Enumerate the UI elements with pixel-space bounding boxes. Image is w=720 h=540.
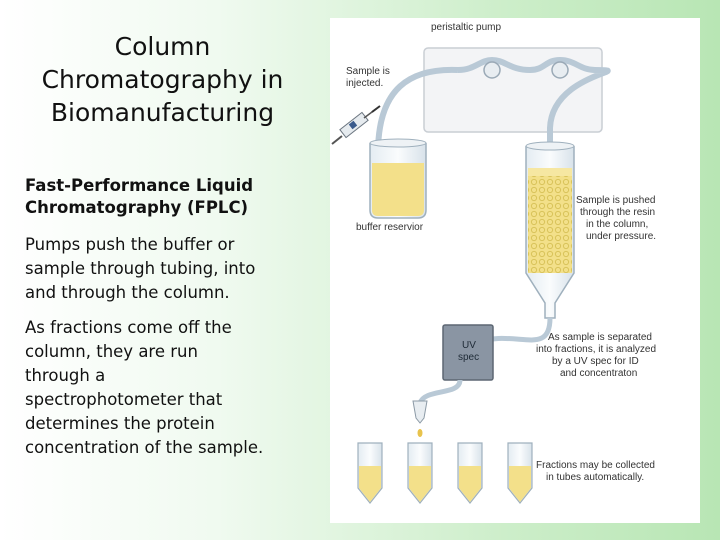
paragraph-line: Pumps push the buffer or (25, 235, 235, 254)
paragraph-line: spectrophotometer that (25, 390, 223, 409)
syringe-icon (331, 105, 381, 145)
column-label: Sample is pushed through the resin in th… (576, 195, 658, 242)
drop-icon (417, 429, 423, 437)
slide-title: Column Chromatography in Biomanufacturin… (20, 30, 305, 129)
fraction-tubes (357, 442, 533, 504)
fraction-tube (357, 442, 383, 504)
fplc-illustration: peristaltic pump Sample is injected. buf… (331, 22, 659, 504)
sample-label: Sample is injected. (346, 66, 393, 89)
tubing-left (375, 66, 459, 154)
paragraph-line: and through the column. (25, 283, 230, 302)
fraction-label: Fractions may be collected in tubes auto… (536, 460, 658, 483)
pump-label: peristaltic pump (431, 22, 501, 33)
uv-spec (442, 324, 494, 381)
paragraph-fractions: As fractions come off the column, they a… (25, 316, 305, 460)
title-line: Column (114, 32, 211, 61)
chromatography-column (525, 141, 575, 319)
paragraph-line: As fractions come off the (25, 318, 232, 337)
paragraph-line: sample through tubing, into (25, 259, 256, 278)
dropper-icon (412, 400, 428, 424)
paragraph-line: concentration of the sample. (25, 438, 264, 457)
reservoir-label: buffer reservior (356, 222, 424, 233)
separation-label: As sample is separated into fractions, i… (536, 332, 659, 379)
pump-roller (483, 61, 501, 79)
tubing-pump (457, 56, 596, 74)
title-line: Chromatography in (41, 65, 284, 94)
paragraph-line: through a (25, 366, 106, 385)
tubing-right (547, 67, 611, 153)
fraction-tube (407, 442, 433, 504)
paragraph-pumps: Pumps push the buffer or sample through … (25, 233, 305, 305)
title-line: Biomanufacturing (50, 98, 275, 127)
paragraph-line: determines the protein (25, 414, 215, 433)
tubing-uv-dropper (417, 379, 463, 405)
fplc-diagram: peristaltic pump Sample is injected. buf… (330, 18, 700, 523)
slide-subtitle: Fast-Performance Liquid Chromatography (… (25, 175, 315, 219)
buffer-reservoir (369, 138, 427, 219)
uv-label: UV spec (458, 340, 479, 363)
fraction-tube (507, 442, 533, 504)
paragraph-line: column, they are run (25, 342, 198, 361)
subtitle-line: Chromatography (FPLC) (25, 198, 249, 217)
pump-roller (551, 61, 569, 79)
fraction-tube (457, 442, 483, 504)
subtitle-line: Fast-Performance Liquid (25, 176, 254, 195)
